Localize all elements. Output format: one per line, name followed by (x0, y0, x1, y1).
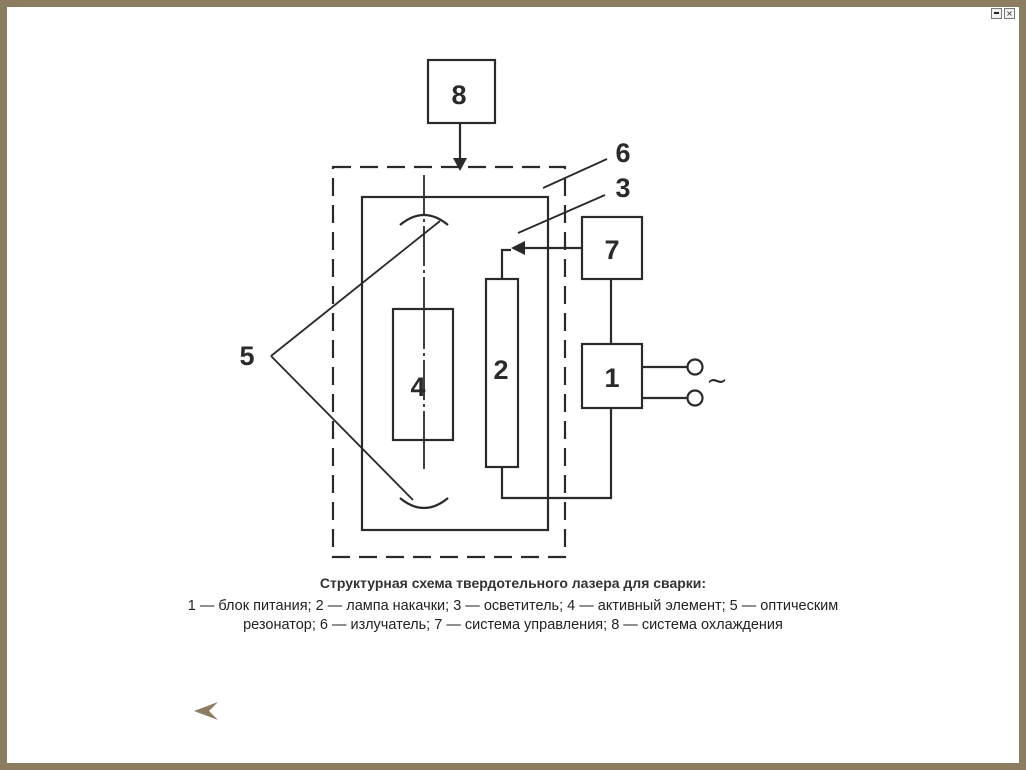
close-icon[interactable]: × (1004, 7, 1015, 19)
figure-caption: Структурная схема твердотельного лазера … (7, 575, 1019, 635)
label-3: 3 (615, 173, 630, 203)
label-4: 4 (410, 372, 425, 402)
leader-line-6 (542, 158, 608, 189)
window-controls: × (991, 7, 1015, 19)
ac-symbol: ~ (706, 366, 728, 396)
top-mirror (399, 213, 449, 226)
label-8: 8 (451, 80, 466, 110)
caption-line-2: резонатор; 6 — излучатель; 7 — система у… (243, 617, 783, 633)
label-1: 1 (604, 363, 619, 393)
leader-line-3 (517, 194, 606, 234)
illuminator-outline (360, 195, 550, 532)
cooling-system-block (426, 58, 497, 125)
caption-line-1: 1 — блок питания; 2 — лампа накачки; 3 —… (187, 598, 839, 614)
laser-structure-diagram: 8 7 1 2 4 6 3 5 ~ (239, 58, 728, 559)
back-button[interactable] (193, 700, 219, 722)
lamp-upper-lead (500, 248, 511, 279)
power-supply-block (580, 342, 644, 410)
leader-line-5-top (270, 220, 441, 357)
lamp-lower-lead (500, 408, 613, 500)
leader-line-5-bottom (270, 355, 414, 501)
slide-frame: × (7, 7, 1019, 763)
caption-title: Структурная схема твердотельного лазера … (319, 575, 707, 591)
label-2: 2 (493, 355, 508, 385)
caption-body: 1 — блок питания; 2 — лампа накачки; 3 —… (7, 597, 1019, 635)
label-6: 6 (615, 138, 630, 168)
bottom-mirror (399, 497, 449, 510)
back-arrow-icon (194, 702, 218, 720)
terminal-top (686, 358, 704, 376)
label-7: 7 (604, 235, 619, 265)
active-element-block (391, 307, 455, 442)
control-arrowhead (511, 241, 525, 255)
minimize-icon[interactable] (991, 7, 1002, 19)
cooling-arrowhead (453, 158, 467, 171)
label-5: 5 (239, 341, 254, 371)
terminal-bottom (686, 389, 704, 407)
emitter-dashed-outline (331, 165, 567, 559)
